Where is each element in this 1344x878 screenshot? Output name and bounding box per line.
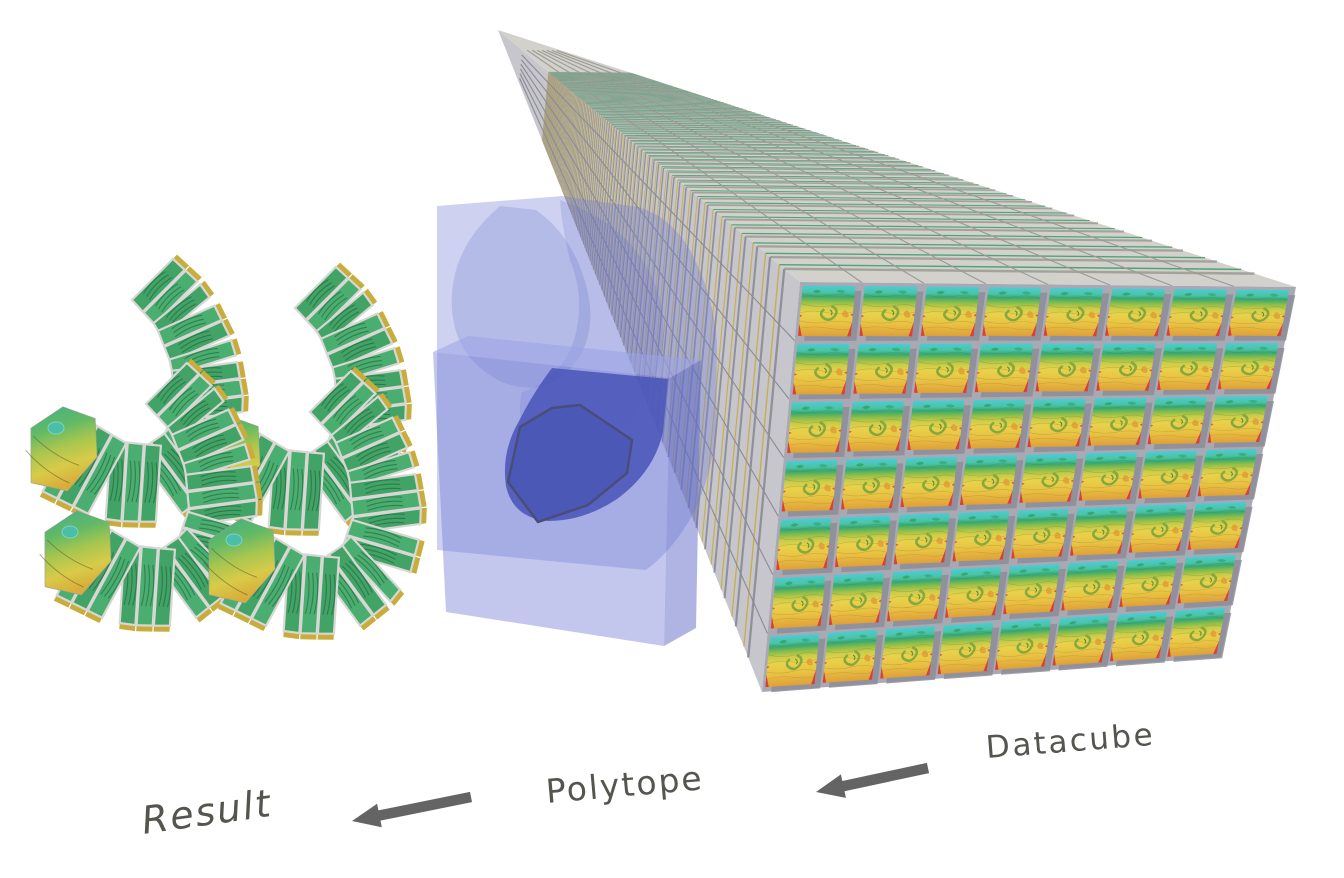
datacube-cell bbox=[892, 511, 952, 566]
result-slice bbox=[250, 545, 306, 628]
arrow-datacube-to-polytope bbox=[816, 762, 930, 798]
datacube-cell bbox=[1103, 287, 1167, 338]
datacube-cell bbox=[1051, 613, 1111, 667]
datacube-cell bbox=[827, 571, 886, 627]
datacube-cell bbox=[1068, 505, 1130, 557]
datacube-cell bbox=[764, 632, 821, 689]
datacube-cell bbox=[769, 574, 827, 630]
result-slice bbox=[325, 327, 394, 372]
datacube-cell bbox=[1009, 507, 1070, 560]
datacube-cell bbox=[1018, 452, 1079, 505]
datacube-cell bbox=[943, 565, 1003, 620]
result-slice bbox=[130, 257, 187, 314]
datacube-cell bbox=[1094, 341, 1158, 393]
datacube-cell bbox=[1077, 450, 1139, 502]
datacube-cell bbox=[821, 628, 879, 685]
polytope-surface bbox=[433, 352, 670, 646]
polytope-surface bbox=[433, 336, 701, 378]
result-slice bbox=[293, 265, 350, 322]
datacube-cell bbox=[1176, 553, 1238, 605]
datacube-cell bbox=[966, 398, 1027, 450]
result-slice bbox=[334, 416, 401, 460]
result-slice bbox=[156, 373, 213, 430]
datacube-cell bbox=[1034, 342, 1096, 393]
datacube-cell bbox=[1155, 341, 1219, 392]
datacube-cell bbox=[980, 285, 1043, 338]
datacube-cell bbox=[936, 621, 995, 676]
result-stack-4 bbox=[203, 366, 427, 640]
datacube-cell bbox=[899, 455, 959, 509]
datacube-cell bbox=[919, 285, 981, 338]
result-slice bbox=[320, 381, 377, 438]
result-slice bbox=[308, 369, 365, 426]
result-slice bbox=[156, 304, 223, 348]
datacube-cell bbox=[1118, 556, 1179, 609]
result-stacks bbox=[25, 254, 427, 640]
datacube-cell bbox=[1206, 394, 1270, 445]
datacube-cell bbox=[958, 453, 1019, 507]
arrow-polytope-to-result bbox=[352, 791, 472, 828]
result-slice bbox=[340, 431, 409, 476]
result-slice bbox=[345, 518, 421, 557]
datacube-cell bbox=[858, 284, 919, 338]
result-slice bbox=[319, 312, 386, 356]
result-slice bbox=[166, 386, 225, 443]
datacube-cell bbox=[1146, 395, 1209, 446]
result-slice bbox=[327, 543, 388, 617]
datacube-cell bbox=[1166, 606, 1227, 659]
result-slice bbox=[152, 282, 211, 339]
datacube-cell bbox=[845, 399, 906, 453]
datacube-cell bbox=[885, 568, 944, 623]
datacube-cell bbox=[993, 617, 1053, 672]
polytope-selection-polygon bbox=[506, 403, 634, 524]
datacube-cell bbox=[796, 284, 857, 338]
datacube-cell bbox=[1127, 502, 1189, 554]
result-slice bbox=[162, 319, 231, 364]
polytope-surface bbox=[664, 360, 701, 646]
datacube-cell bbox=[1136, 449, 1199, 500]
result-slice bbox=[86, 537, 142, 620]
result-slice bbox=[315, 290, 374, 347]
datacube-cell bbox=[1042, 286, 1105, 338]
result-slice bbox=[305, 277, 362, 334]
datacube-cell bbox=[878, 624, 937, 680]
datacube-cell bbox=[1226, 288, 1291, 338]
result-slice bbox=[182, 442, 251, 481]
datacube-cell bbox=[1186, 500, 1248, 552]
datacube-cell bbox=[791, 342, 851, 396]
result-slice bbox=[338, 534, 402, 604]
datacube-cell bbox=[912, 342, 974, 395]
result-slice bbox=[330, 394, 389, 451]
datacube-cell bbox=[1001, 562, 1062, 616]
datacube-cell bbox=[1026, 397, 1088, 449]
polytope-3d bbox=[433, 196, 717, 646]
datacube-cell bbox=[852, 342, 913, 395]
result-slice bbox=[176, 423, 245, 468]
datacube-cell bbox=[1196, 447, 1259, 498]
datacube-cell bbox=[1165, 287, 1229, 338]
datacube-cell bbox=[951, 509, 1011, 563]
datacube-cell bbox=[906, 398, 966, 452]
result-slice bbox=[142, 269, 199, 326]
datacube-cell bbox=[785, 400, 845, 455]
flow-arrows bbox=[352, 762, 930, 828]
datacube-cell bbox=[774, 516, 833, 572]
datacube-cell bbox=[1108, 610, 1169, 663]
result-slice bbox=[170, 408, 237, 452]
result-slice bbox=[346, 450, 415, 489]
datacube-cell bbox=[1059, 559, 1120, 612]
datacube-cell bbox=[839, 456, 899, 511]
datacube-cell bbox=[1216, 341, 1280, 391]
result-slice bbox=[144, 361, 201, 418]
datacube-cell bbox=[1086, 396, 1148, 447]
datacube-cell bbox=[833, 514, 892, 569]
result-slice bbox=[72, 433, 128, 516]
datacube-cell bbox=[973, 342, 1035, 394]
datacube-cell bbox=[780, 458, 839, 513]
